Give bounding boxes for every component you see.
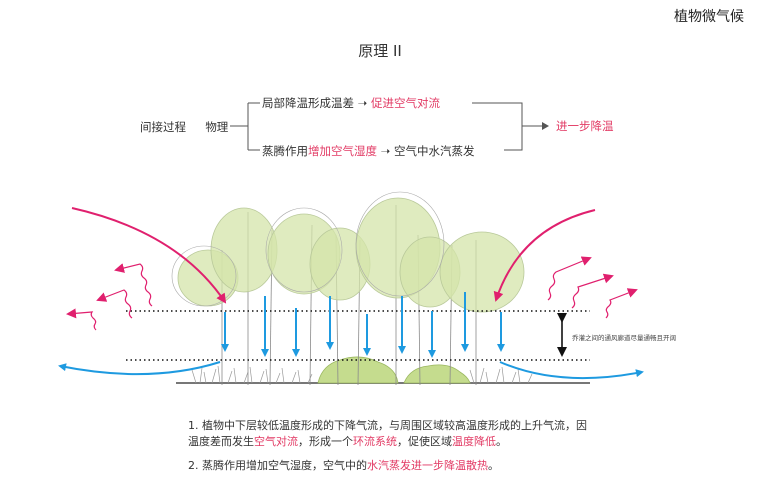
flow-top-text: 局部降温形成温差 — [262, 96, 354, 110]
highlight-circulation: 环流系统 — [353, 435, 397, 448]
left-bracket — [230, 102, 260, 151]
flow-left-process: 间接过程 — [140, 120, 186, 134]
flow-left-physics: 物理 — [205, 120, 229, 134]
flow-left-label: 间接过程 物理 — [140, 119, 228, 135]
tree-crowns — [177, 197, 525, 313]
shrubs — [317, 356, 471, 384]
incoming-left — [71, 207, 227, 304]
highlight-evaporation: 水汽蒸发进一步降温散热 — [367, 459, 488, 472]
caption-1-line-1: 1. 植物中下层较低温度形成的下降气流，与周围区域较高温度形成的上升气流，因 — [188, 419, 587, 432]
rising-wavy-arrows — [66, 256, 638, 331]
outflow-left — [58, 361, 221, 376]
outflow-right — [499, 361, 644, 380]
flow-top-arrow: ➝ — [357, 96, 368, 110]
corner-title: 植物微气候 — [674, 9, 744, 25]
caption-1-line-2: 温度差而发生空气对流，形成一个环流系统，促使区域温度降低。 — [188, 435, 507, 448]
flow-top-highlight: 促进空气对流 — [370, 96, 440, 110]
flow-top-row: 局部降温形成温差 ➝ 促进空气对流 — [262, 95, 440, 111]
incoming-arrows — [71, 207, 596, 304]
tree-outlines — [171, 191, 445, 307]
highlight-temp-drop: 温度降低 — [452, 435, 496, 448]
flow-connectors — [230, 102, 548, 151]
caption-1: 1. 植物中下层较低温度形成的下降气流，与周围区域较高温度形成的上升气流，因 温… — [188, 418, 587, 450]
flow-result: 进一步降温 — [556, 119, 614, 133]
outflow-arrows — [58, 361, 644, 380]
right-bracket — [472, 102, 548, 151]
highlight-air-convection: 空气对流 — [254, 435, 298, 448]
grass — [191, 365, 533, 384]
tree-2 — [210, 207, 278, 293]
flow-bottom-text: 蒸腾作用 — [262, 144, 308, 158]
flow-bottom-row: 蒸腾作用增加空气湿度 ➝ 空气中水汽蒸发 — [262, 143, 474, 159]
flow-bottom-highlight: 增加空气湿度 — [308, 144, 377, 158]
tree-7 — [439, 231, 525, 313]
downdraft-arrows — [221, 292, 505, 358]
flow-bottom-result: 空气中水汽蒸发 — [393, 144, 475, 158]
flow-bottom-arrow: ➝ — [380, 144, 391, 158]
shrub-2 — [403, 364, 471, 384]
corridor-note: 乔灌之间的通风廊道尽量通畅且开阔 — [572, 334, 676, 342]
page-title: 原理 II — [358, 42, 402, 60]
dotted-lines — [126, 310, 590, 361]
incoming-right — [493, 209, 596, 302]
caption-2: 2. 蒸腾作用增加空气湿度，空气中的水汽蒸发进一步降温散热。 — [188, 459, 499, 472]
